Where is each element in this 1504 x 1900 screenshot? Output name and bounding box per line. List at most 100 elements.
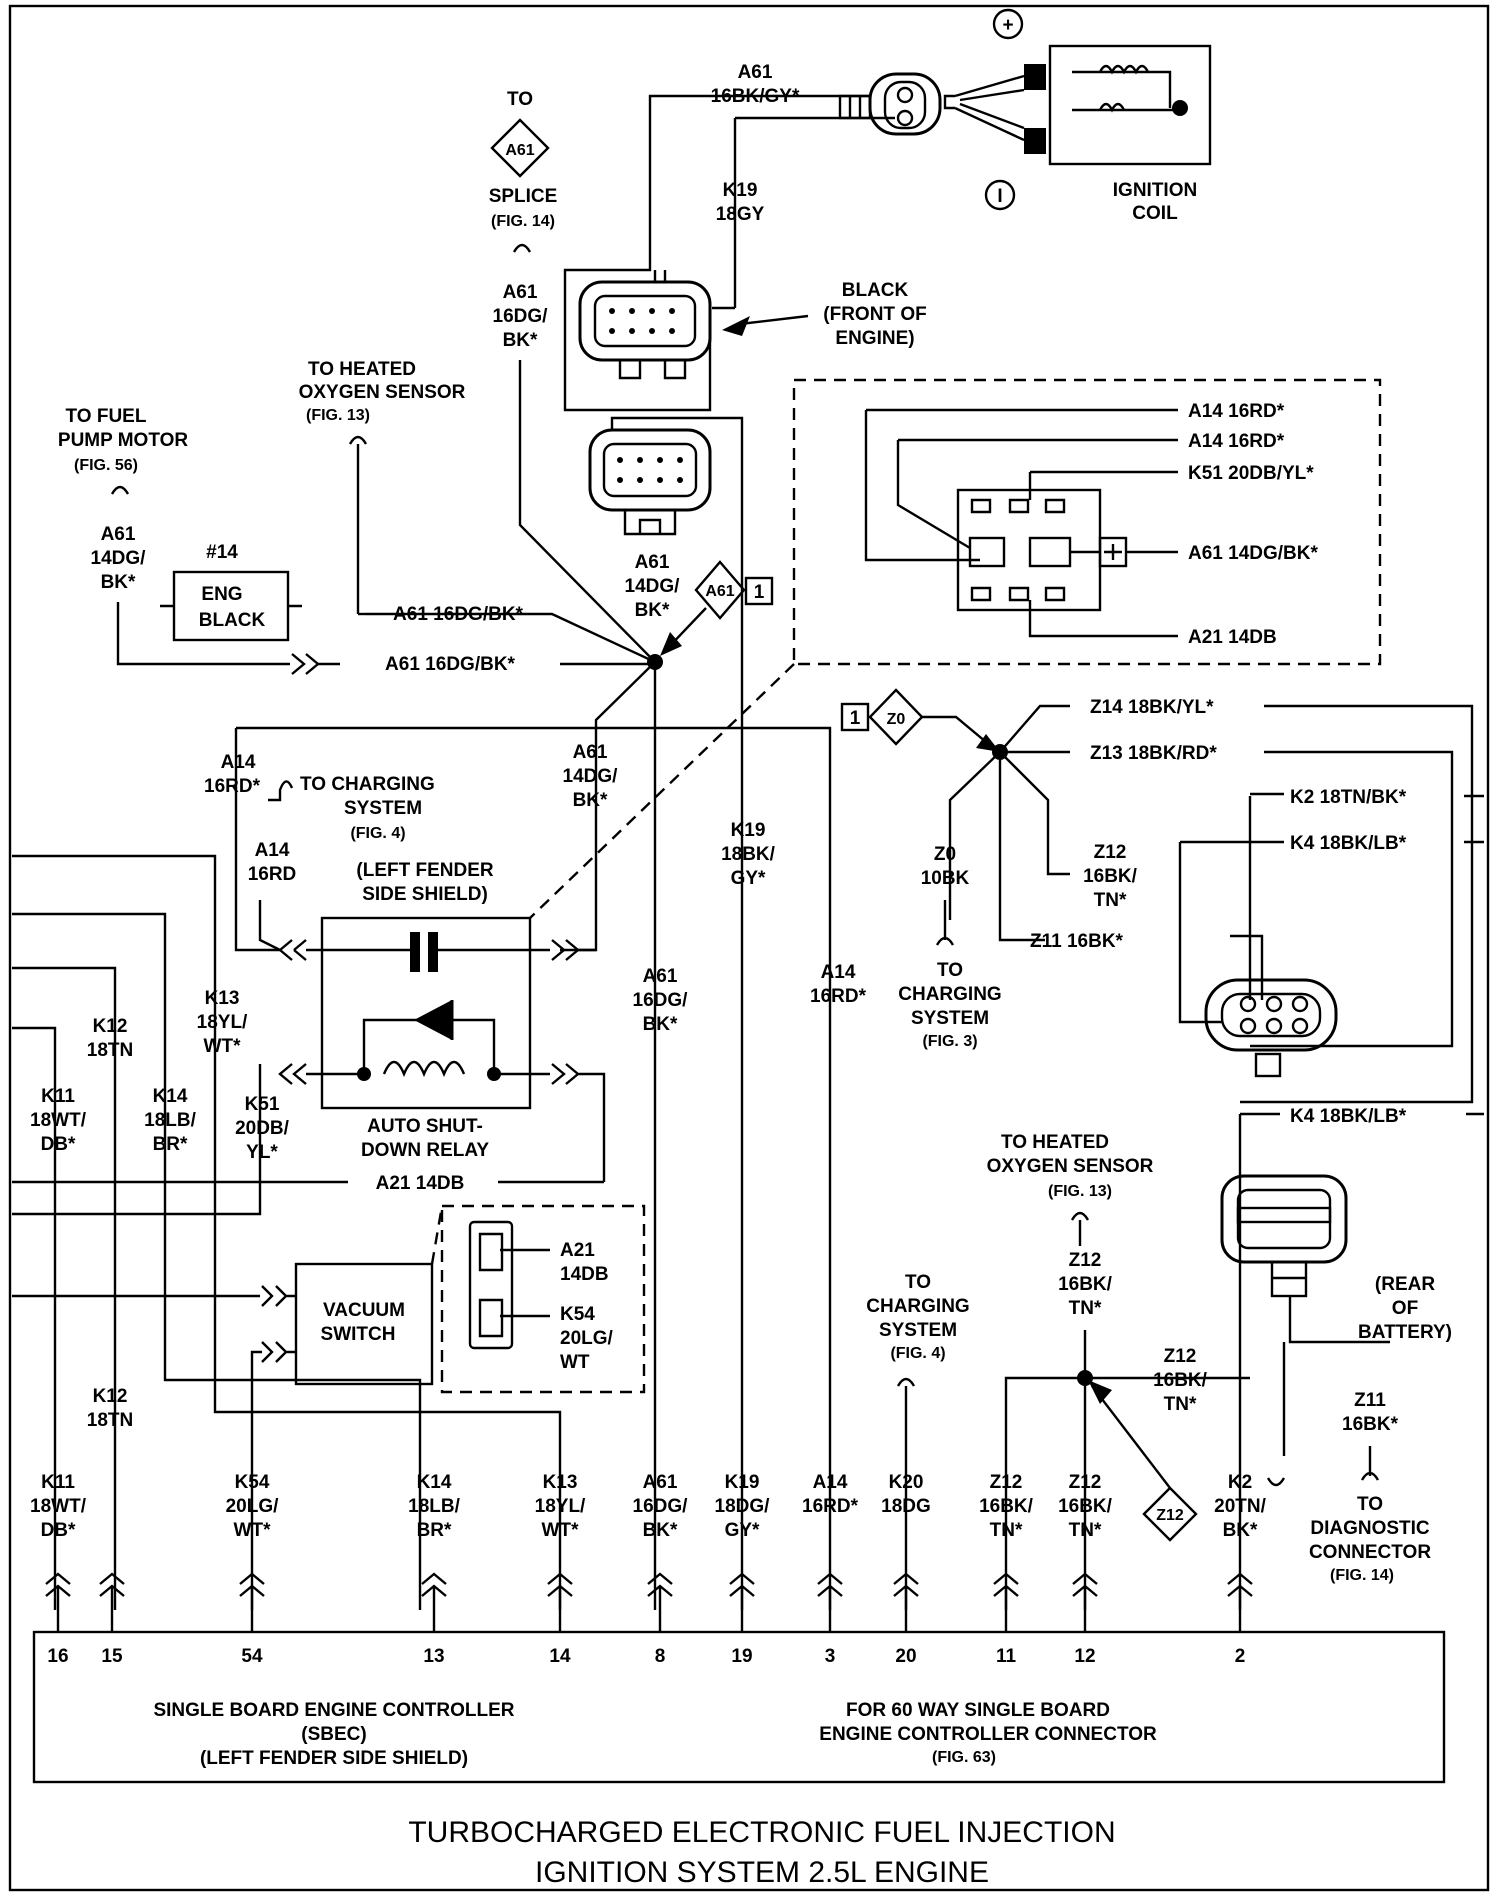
- connector-arrow-2: [1227, 1572, 1253, 1632]
- pin-8: 8: [655, 1646, 666, 1667]
- connector-arrow-54: [239, 1572, 265, 1632]
- ignition-coil: + I IGNITION COIL: [943, 8, 1212, 224]
- bottom-wire-label: K14: [417, 1472, 452, 1493]
- svg-text:A61: A61: [738, 62, 773, 83]
- bottom-wire-label: Z12: [990, 1472, 1023, 1493]
- connector-arrow-15: [99, 1572, 125, 1632]
- svg-text:Z12: Z12: [1094, 842, 1127, 863]
- svg-text:BR*: BR*: [153, 1134, 188, 1155]
- svg-text:20DB/: 20DB/: [235, 1118, 290, 1139]
- bottom-wire-label: TN*: [990, 1520, 1023, 1541]
- mating-connector: [588, 428, 712, 536]
- svg-text:BLACK: BLACK: [842, 280, 909, 301]
- diagram-title-2: IGNITION SYSTEM 2.5L ENGINE: [535, 1856, 989, 1889]
- svg-text:18YL/: 18YL/: [197, 1012, 248, 1033]
- svg-text:A61: A61: [505, 142, 534, 159]
- pin-19: 19: [731, 1646, 752, 1667]
- sbec-connector-block: [32, 1630, 1446, 1784]
- pin-20: 20: [895, 1646, 916, 1667]
- bottom-wire-label: DB*: [41, 1520, 76, 1541]
- pin-2: 2: [1235, 1646, 1246, 1667]
- svg-text:18BK/: 18BK/: [721, 844, 776, 865]
- svg-text:AUTO SHUT-: AUTO SHUT-: [367, 1116, 483, 1137]
- bottom-wire-label: A61: [643, 1472, 678, 1493]
- svg-text:PUMP MOTOR: PUMP MOTOR: [58, 430, 188, 451]
- connector-note-2: ENGINE CONTROLLER CONNECTOR: [819, 1724, 1157, 1745]
- svg-text:SIDE SHIELD): SIDE SHIELD): [362, 884, 488, 905]
- svg-text:K51 20DB/YL*: K51 20DB/YL*: [1188, 463, 1314, 484]
- svg-text:Z11 16BK*: Z11 16BK*: [1030, 931, 1124, 952]
- svg-text:16BK/: 16BK/: [1083, 866, 1138, 887]
- svg-text:16DG/: 16DG/: [633, 990, 689, 1011]
- connector-arrow-11: [993, 1572, 1019, 1632]
- svg-text:18GY: 18GY: [716, 204, 765, 225]
- svg-text:OXYGEN SENSOR: OXYGEN SENSOR: [299, 382, 466, 403]
- svg-text:SYSTEM: SYSTEM: [879, 1320, 957, 1341]
- pin-54: 54: [241, 1646, 263, 1667]
- svg-text:(FIG. 3): (FIG. 3): [922, 1033, 977, 1050]
- svg-text:16RD*: 16RD*: [204, 776, 261, 797]
- svg-text:GY*: GY*: [731, 868, 766, 889]
- bottom-wire-label: 18DG: [881, 1496, 931, 1517]
- svg-text:K11: K11: [41, 1086, 75, 1107]
- svg-text:Z12: Z12: [1069, 1250, 1102, 1271]
- svg-text:16RD: 16RD: [248, 864, 297, 885]
- svg-text:K2 18TN/BK*: K2 18TN/BK*: [1290, 787, 1407, 808]
- svg-text:Z13 18BK/RD*: Z13 18BK/RD*: [1090, 743, 1217, 764]
- bottom-wire-label: K13: [543, 1472, 578, 1493]
- svg-text:(FRONT OF: (FRONT OF: [823, 304, 926, 325]
- svg-text:A61: A61: [101, 524, 136, 545]
- bottom-wire-label: 16DG/: [633, 1496, 689, 1517]
- bottom-wire-labels: K1118WT/DB*K5420LG/WT*K1418LB/BR*K1318YL…: [30, 1472, 1267, 1541]
- svg-text:BLACK: BLACK: [199, 610, 266, 631]
- svg-text:18LB/: 18LB/: [144, 1110, 196, 1131]
- bottom-wire-label: WT*: [234, 1520, 272, 1541]
- svg-text:(LEFT FENDER: (LEFT FENDER: [356, 860, 493, 881]
- svg-text:TO HEATED: TO HEATED: [308, 359, 416, 380]
- auto-shutdown-relay: [278, 916, 606, 1182]
- svg-text:(FIG. 14): (FIG. 14): [491, 213, 555, 230]
- diagram-title-1: TURBOCHARGED ELECTRONIC FUEL INJECTION: [408, 1816, 1115, 1849]
- splice-ref: TO A61 SPLICE (FIG. 14): [489, 89, 557, 253]
- svg-text:TO HEATED: TO HEATED: [1001, 1132, 1109, 1153]
- svg-text:K14: K14: [153, 1086, 188, 1107]
- battery-temp-sensor: [1220, 1174, 1390, 1344]
- bottom-wire-label: K19: [725, 1472, 760, 1493]
- svg-text:(FIG. 14): (FIG. 14): [1330, 1567, 1394, 1584]
- svg-text:TN*: TN*: [1164, 1394, 1197, 1415]
- svg-text:A14: A14: [221, 752, 256, 773]
- svg-text:A21: A21: [560, 1240, 595, 1261]
- svg-text:16BK/: 16BK/: [1058, 1274, 1113, 1295]
- connector-arrow-12: [1072, 1572, 1098, 1632]
- svg-text:20LG/: 20LG/: [560, 1328, 614, 1349]
- svg-text:K19: K19: [723, 180, 758, 201]
- svg-text:TO: TO: [507, 89, 533, 110]
- bottom-wire-label: 18WT/: [30, 1496, 87, 1517]
- svg-text:YL*: YL*: [246, 1142, 278, 1163]
- pin-16: 16: [47, 1646, 68, 1667]
- relay-inset-box: [792, 378, 1382, 666]
- svg-text:TO CHARGING: TO CHARGING: [300, 774, 435, 795]
- bottom-wire-label: GY*: [725, 1520, 760, 1541]
- pin-14: 14: [549, 1646, 571, 1667]
- bottom-wire-label: K11: [41, 1472, 75, 1493]
- bottom-wire-label: 18DG/: [715, 1496, 771, 1517]
- svg-text:VACUUM: VACUUM: [323, 1300, 405, 1321]
- svg-text:A61: A61: [503, 282, 538, 303]
- svg-text:A61: A61: [705, 583, 734, 600]
- svg-text:A61: A61: [573, 742, 608, 763]
- connector-arrows: [45, 1572, 1253, 1632]
- connector-note-3: (FIG. 63): [932, 1749, 996, 1766]
- svg-text:DOWN RELAY: DOWN RELAY: [361, 1140, 489, 1161]
- pin-3: 3: [825, 1646, 836, 1667]
- svg-text:DIAGNOSTIC: DIAGNOSTIC: [1310, 1518, 1430, 1539]
- svg-text:TO FUEL: TO FUEL: [66, 406, 147, 427]
- svg-text:14DB: 14DB: [560, 1264, 609, 1285]
- svg-text:TN*: TN*: [1094, 890, 1127, 911]
- svg-text:18WT/: 18WT/: [30, 1110, 87, 1131]
- svg-text:K51: K51: [245, 1094, 280, 1115]
- svg-text:BK*: BK*: [101, 572, 136, 593]
- connector-note-1: FOR 60 WAY SINGLE BOARD: [846, 1700, 1110, 1721]
- svg-text:OXYGEN SENSOR: OXYGEN SENSOR: [987, 1156, 1154, 1177]
- bottom-wire-label: BK*: [643, 1520, 678, 1541]
